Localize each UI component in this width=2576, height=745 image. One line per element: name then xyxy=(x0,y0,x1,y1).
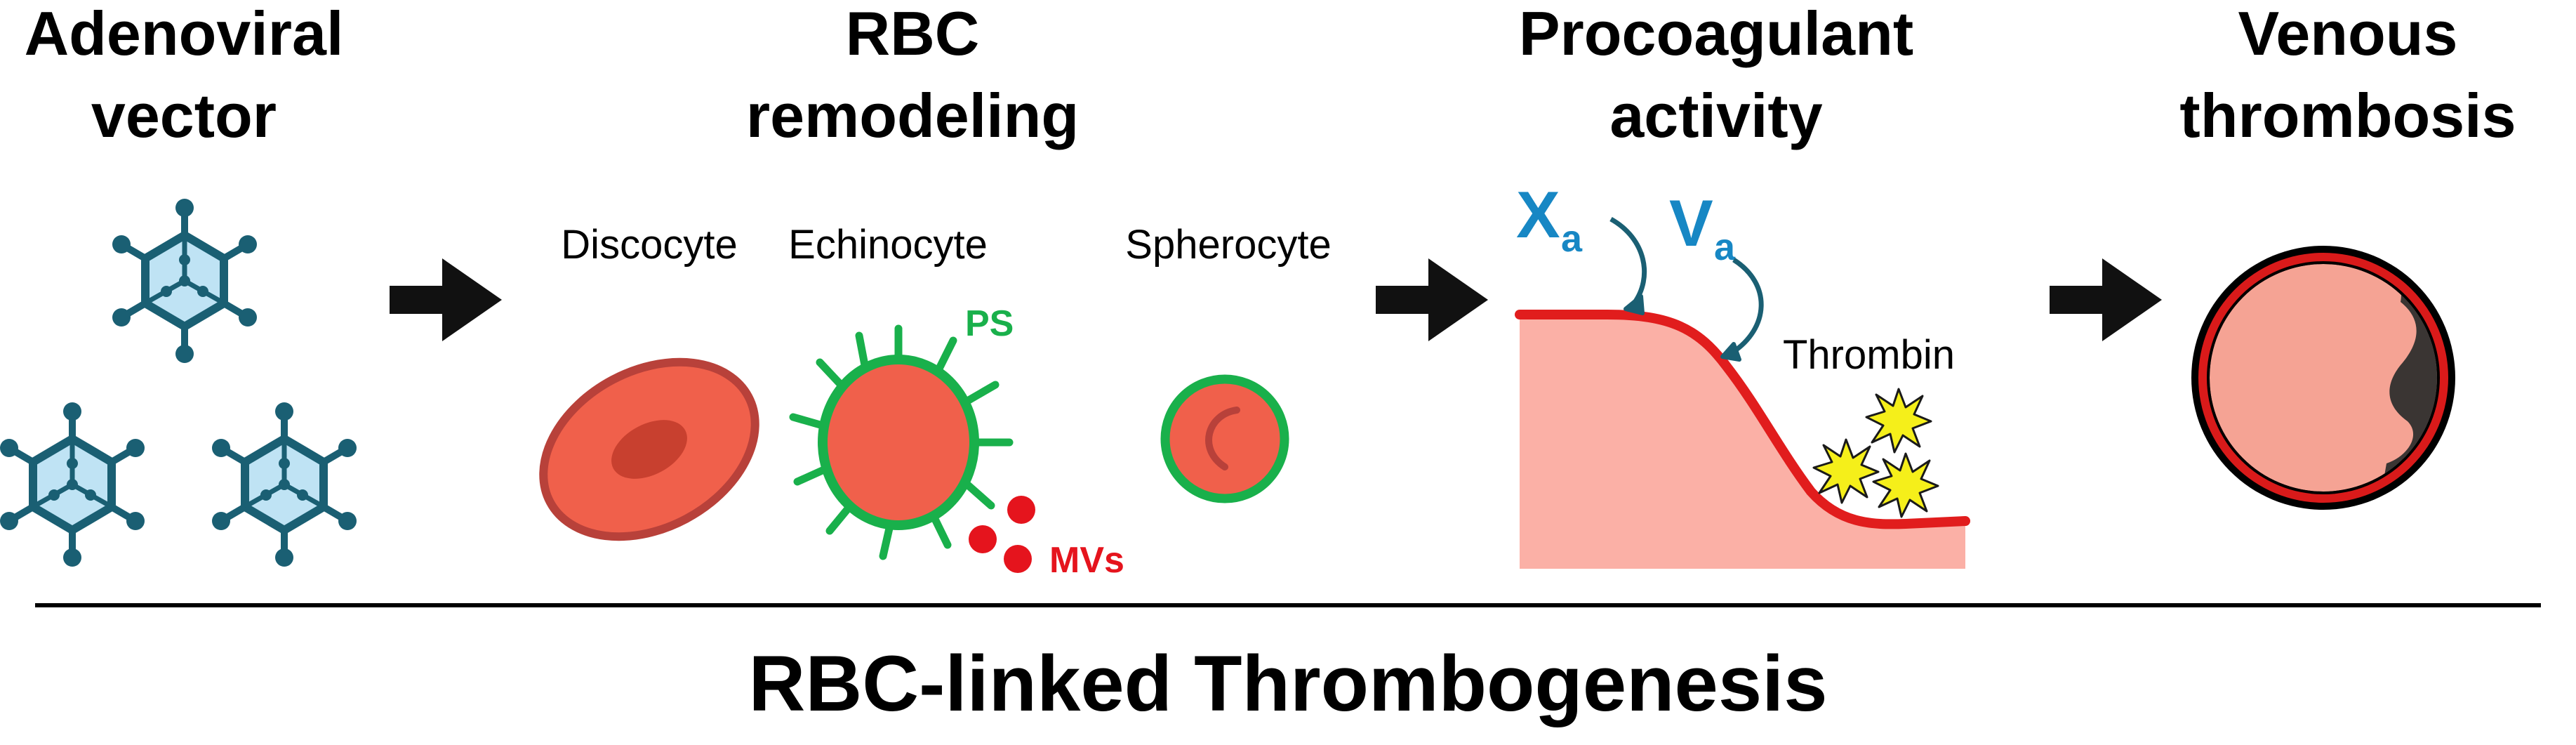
title-line-2: remodeling xyxy=(746,81,1079,150)
title-line-1: RBC xyxy=(846,0,980,68)
title-venous-thrombosis: Venous thrombosis xyxy=(2179,0,2516,150)
thrombus-icon xyxy=(2372,264,2437,492)
adenovirus-icon xyxy=(0,402,145,567)
factor-xa-main: X xyxy=(1516,178,1560,251)
arrow-right-icon xyxy=(1376,258,1488,341)
label-discocyte: Discocyte xyxy=(561,222,737,268)
title-line-1: Procoagulant xyxy=(1519,0,1913,68)
echinocyte-cell-icon xyxy=(789,324,1014,560)
thrombin-burst-icon xyxy=(1812,388,1939,518)
title-adenoviral-vector: Adenoviral vector xyxy=(25,0,344,150)
label-spherocyte: Spherocyte xyxy=(1125,222,1331,268)
procoagulant-curve-plot xyxy=(1515,310,1970,569)
arrow-right-icon xyxy=(390,258,502,341)
vessel-cross-section-icon xyxy=(2191,246,2455,510)
title-line-1: Adenoviral xyxy=(25,0,344,68)
adenovirus-group xyxy=(0,199,357,567)
factor-va-subscript: a xyxy=(1714,226,1736,268)
title-line-2: activity xyxy=(1609,81,1822,150)
title-rbc-remodeling: RBC remodeling xyxy=(746,0,1079,150)
label-echinocyte: Echinocyte xyxy=(788,222,988,268)
spherocyte-cell-icon xyxy=(1160,374,1289,503)
label-thrombin: Thrombin xyxy=(1783,332,1955,378)
title-procoagulant-activity: Procoagulant activity xyxy=(1519,0,1913,150)
mvs-label: MVs xyxy=(1049,540,1124,581)
curved-arrow-icon xyxy=(1720,258,1764,362)
adenovirus-icon xyxy=(212,402,357,567)
arrow-right-icon xyxy=(2050,258,2162,341)
factor-xa-subscript: a xyxy=(1561,218,1583,260)
microvesicles-icon xyxy=(969,496,1035,573)
factor-xa-label: X a xyxy=(1516,178,1583,260)
bottom-title: RBC-linked Thrombogenesis xyxy=(748,640,1827,727)
adenovirus-icon xyxy=(112,199,257,363)
title-line-2: thrombosis xyxy=(2179,81,2516,150)
title-line-1: Venous xyxy=(2238,0,2458,68)
factor-va-main: V xyxy=(1669,186,1713,260)
curved-arrow-icon xyxy=(1609,216,1647,315)
ps-label: PS xyxy=(965,303,1014,344)
discocyte-cell-icon xyxy=(539,357,759,541)
factor-va-label: V a xyxy=(1669,186,1736,268)
title-line-2: vector xyxy=(91,81,277,150)
